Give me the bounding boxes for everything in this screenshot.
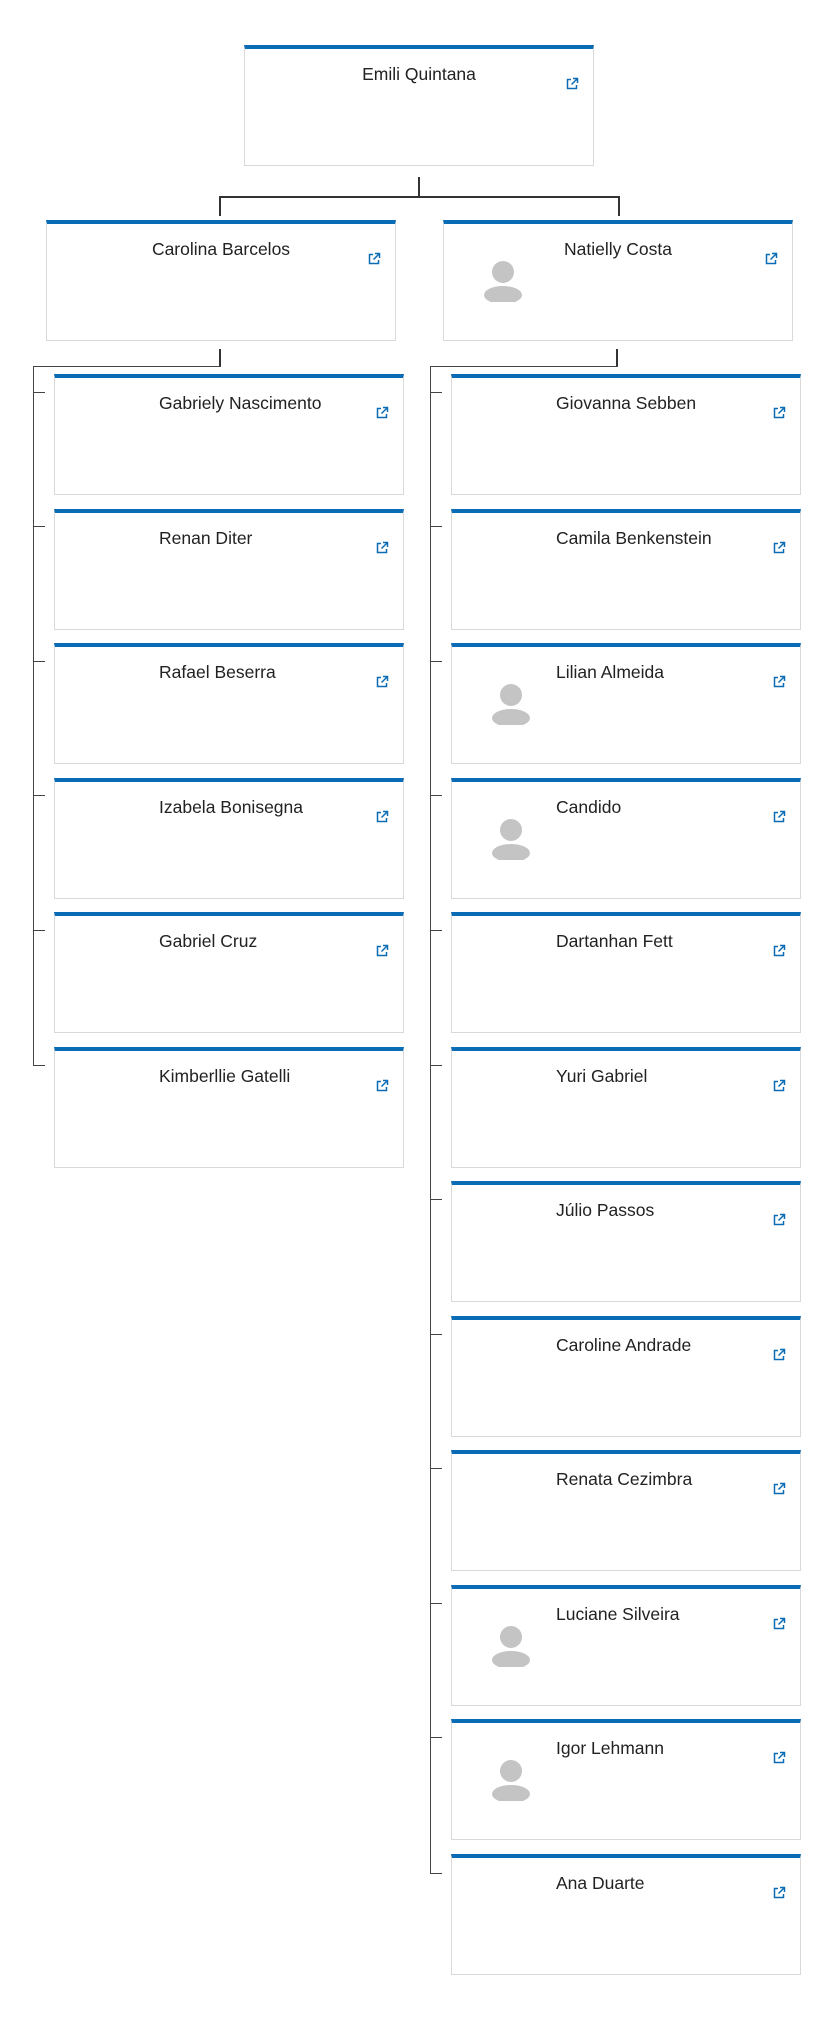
org-card-report[interactable]: Igor Lehmann [451, 1719, 801, 1840]
connector-line [430, 1603, 442, 1604]
person-name: Emili Quintana [362, 64, 476, 84]
org-card-report[interactable]: Luciane Silveira [451, 1585, 801, 1706]
org-card-report[interactable]: Renan Diter [54, 509, 404, 630]
person-name: Gabriel Cruz [159, 931, 258, 951]
connector-line [33, 795, 45, 796]
connector-line [33, 392, 45, 393]
org-card-manager[interactable]: Natielly Costa [443, 220, 793, 341]
connector-line [430, 1873, 442, 1874]
org-card-report[interactable]: Candido [451, 778, 801, 899]
org-card-report[interactable]: Júlio Passos [451, 1181, 801, 1302]
person-name: Giovanna Sebben [556, 393, 697, 413]
org-card-report[interactable]: Izabela Bonisegna [54, 778, 404, 899]
org-card-report[interactable]: Giovanna Sebben [451, 374, 801, 495]
person-name: Igor Lehmann [556, 1738, 664, 1758]
connector-line [430, 795, 442, 796]
org-card-report[interactable]: Kimberllie Gatelli [54, 1047, 404, 1168]
external-link-icon[interactable] [772, 1482, 786, 1496]
connector-line [430, 366, 431, 1874]
connector-line [430, 366, 618, 367]
org-card-report[interactable]: Caroline Andrade [451, 1316, 801, 1437]
org-card-report[interactable]: Dartanhan Fett [451, 912, 801, 1033]
external-link-icon[interactable] [772, 1348, 786, 1362]
user-avatar-icon [492, 1626, 530, 1667]
connector-line [33, 930, 45, 931]
user-avatar-icon [492, 1760, 530, 1801]
person-name: Renan Diter [159, 528, 253, 548]
org-card-report[interactable]: Camila Benkenstein [451, 509, 801, 630]
user-avatar-icon [484, 261, 522, 302]
external-link-icon[interactable] [772, 406, 786, 420]
person-name: Gabriely Nascimento [159, 393, 322, 413]
external-link-icon[interactable] [772, 675, 786, 689]
person-name: Ana Duarte [556, 1873, 645, 1893]
org-card-report[interactable]: Lilian Almeida [451, 643, 801, 764]
connector-line [219, 349, 221, 367]
external-link-icon[interactable] [375, 810, 389, 824]
connector-line [418, 177, 420, 198]
external-link-icon[interactable] [772, 541, 786, 555]
connector-line [616, 349, 618, 367]
external-link-icon[interactable] [764, 252, 778, 266]
connector-line [430, 392, 442, 393]
connector-line [219, 196, 620, 198]
connector-line [33, 366, 221, 367]
person-name: Natielly Costa [564, 239, 672, 259]
external-link-icon[interactable] [772, 944, 786, 958]
org-card-report[interactable]: Yuri Gabriel [451, 1047, 801, 1168]
connector-line [430, 930, 442, 931]
external-link-icon[interactable] [772, 1079, 786, 1093]
person-name: Dartanhan Fett [556, 931, 673, 951]
connector-line [33, 661, 45, 662]
user-avatar-icon [492, 684, 530, 725]
org-card-report[interactable]: Renata Cezimbra [451, 1450, 801, 1571]
person-name: Izabela Bonisegna [159, 797, 303, 817]
person-name: Luciane Silveira [556, 1604, 680, 1624]
connector-line [430, 1468, 442, 1469]
person-name: Yuri Gabriel [556, 1066, 648, 1086]
connector-line [33, 366, 34, 1066]
external-link-icon[interactable] [375, 944, 389, 958]
org-card-manager[interactable]: Carolina Barcelos [46, 220, 396, 341]
external-link-icon[interactable] [375, 406, 389, 420]
external-link-icon[interactable] [772, 810, 786, 824]
connector-line [33, 526, 45, 527]
connector-line [219, 196, 221, 216]
external-link-icon[interactable] [772, 1751, 786, 1765]
external-link-icon[interactable] [375, 675, 389, 689]
external-link-icon[interactable] [772, 1213, 786, 1227]
person-name: Rafael Beserra [159, 662, 276, 682]
org-card-report[interactable]: Gabriely Nascimento [54, 374, 404, 495]
person-name: Lilian Almeida [556, 662, 664, 682]
org-card-report[interactable]: Rafael Beserra [54, 643, 404, 764]
person-name: Júlio Passos [556, 1200, 655, 1220]
org-card-report[interactable]: Gabriel Cruz [54, 912, 404, 1033]
connector-line [618, 196, 620, 216]
connector-line [430, 1199, 442, 1200]
org-card-report[interactable]: Ana Duarte [451, 1854, 801, 1975]
external-link-icon[interactable] [772, 1617, 786, 1631]
connector-line [33, 1065, 45, 1066]
user-avatar-icon [492, 819, 530, 860]
connector-line [430, 1065, 442, 1066]
external-link-icon[interactable] [375, 541, 389, 555]
external-link-icon[interactable] [565, 77, 579, 91]
connector-line [430, 526, 442, 527]
connector-line [430, 661, 442, 662]
external-link-icon[interactable] [375, 1079, 389, 1093]
person-name: Caroline Andrade [556, 1335, 692, 1355]
person-name: Camila Benkenstein [556, 528, 712, 548]
connector-line [430, 1334, 442, 1335]
external-link-icon[interactable] [367, 252, 381, 266]
external-link-icon[interactable] [772, 1886, 786, 1900]
person-name: Candido [556, 797, 622, 817]
person-name: Renata Cezimbra [556, 1469, 693, 1489]
person-name: Kimberllie Gatelli [159, 1066, 291, 1086]
connector-line [430, 1737, 442, 1738]
org-card-root[interactable]: Emili Quintana [244, 45, 594, 166]
person-name: Carolina Barcelos [151, 239, 291, 259]
